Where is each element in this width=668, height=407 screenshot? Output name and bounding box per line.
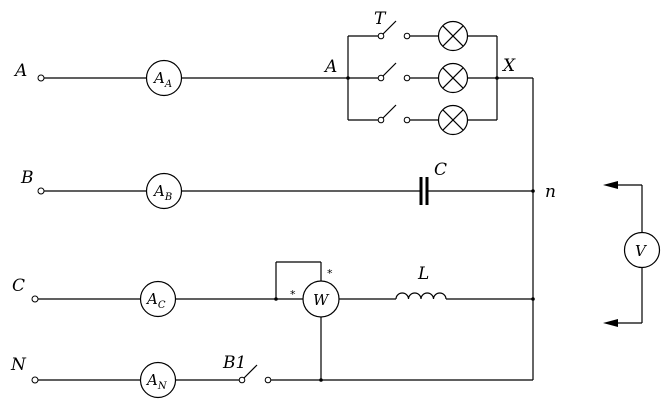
capacitor-label: C [434, 160, 447, 180]
wattmeter-star-voltage: * [327, 267, 333, 280]
ammeter-c-symbol: A [145, 290, 158, 308]
terminal-b [37, 187, 45, 195]
ammeter-b-sub: B [164, 192, 172, 203]
voltmeter: V [623, 231, 661, 269]
phase-label-n: N [10, 355, 27, 375]
breaker-label: B1 [222, 353, 246, 373]
terminal-a [37, 74, 45, 82]
lamp-3 [437, 104, 469, 136]
switch-label-t: T [374, 9, 387, 29]
voltmeter-probe-bottom-arrow [603, 319, 618, 327]
ammeter-n-sub: N [157, 381, 168, 392]
ammeter-b-symbol: A [152, 182, 165, 200]
ammeter-a: AA [145, 59, 183, 97]
ammeter-c: AC [139, 280, 177, 318]
ammeter-c-sub: C [158, 300, 166, 311]
capacitor [419, 177, 429, 205]
junction-dots [274, 76, 535, 382]
terminal-n [31, 376, 39, 384]
node-label-n: n [545, 182, 556, 202]
ammeter-n-symbol: A [145, 371, 158, 389]
lamp-2 [437, 62, 469, 94]
ammeter-b: AB [145, 172, 183, 210]
node-label-a: A [323, 57, 337, 77]
phase-label-b: B [20, 168, 34, 188]
inductor-label: L [417, 264, 429, 284]
svg-text:AC: AC [145, 290, 166, 311]
lamp-1 [437, 20, 469, 52]
wires [38, 35, 643, 381]
svg-text:AB: AB [152, 182, 172, 203]
node-label-x: X [501, 56, 516, 76]
switch-bank [377, 20, 411, 124]
wattmeter-label: W [313, 291, 330, 309]
svg-text:AN: AN [145, 371, 168, 392]
svg-text:AA: AA [152, 69, 172, 90]
ammeter-a-symbol: A [152, 69, 165, 87]
terminal-c [31, 295, 39, 303]
breaker-b1 [238, 364, 272, 384]
ammeter-n: AN [139, 361, 177, 399]
voltmeter-probe-top-arrow [603, 181, 618, 189]
phase-label-a: A [13, 61, 27, 81]
phase-label-c: C [12, 276, 25, 296]
ammeter-a-sub: A [164, 79, 172, 90]
inductor [395, 292, 447, 300]
voltmeter-label: V [635, 242, 648, 260]
wattmeter-star-current: * [290, 288, 296, 301]
wattmeter: W [302, 280, 340, 318]
